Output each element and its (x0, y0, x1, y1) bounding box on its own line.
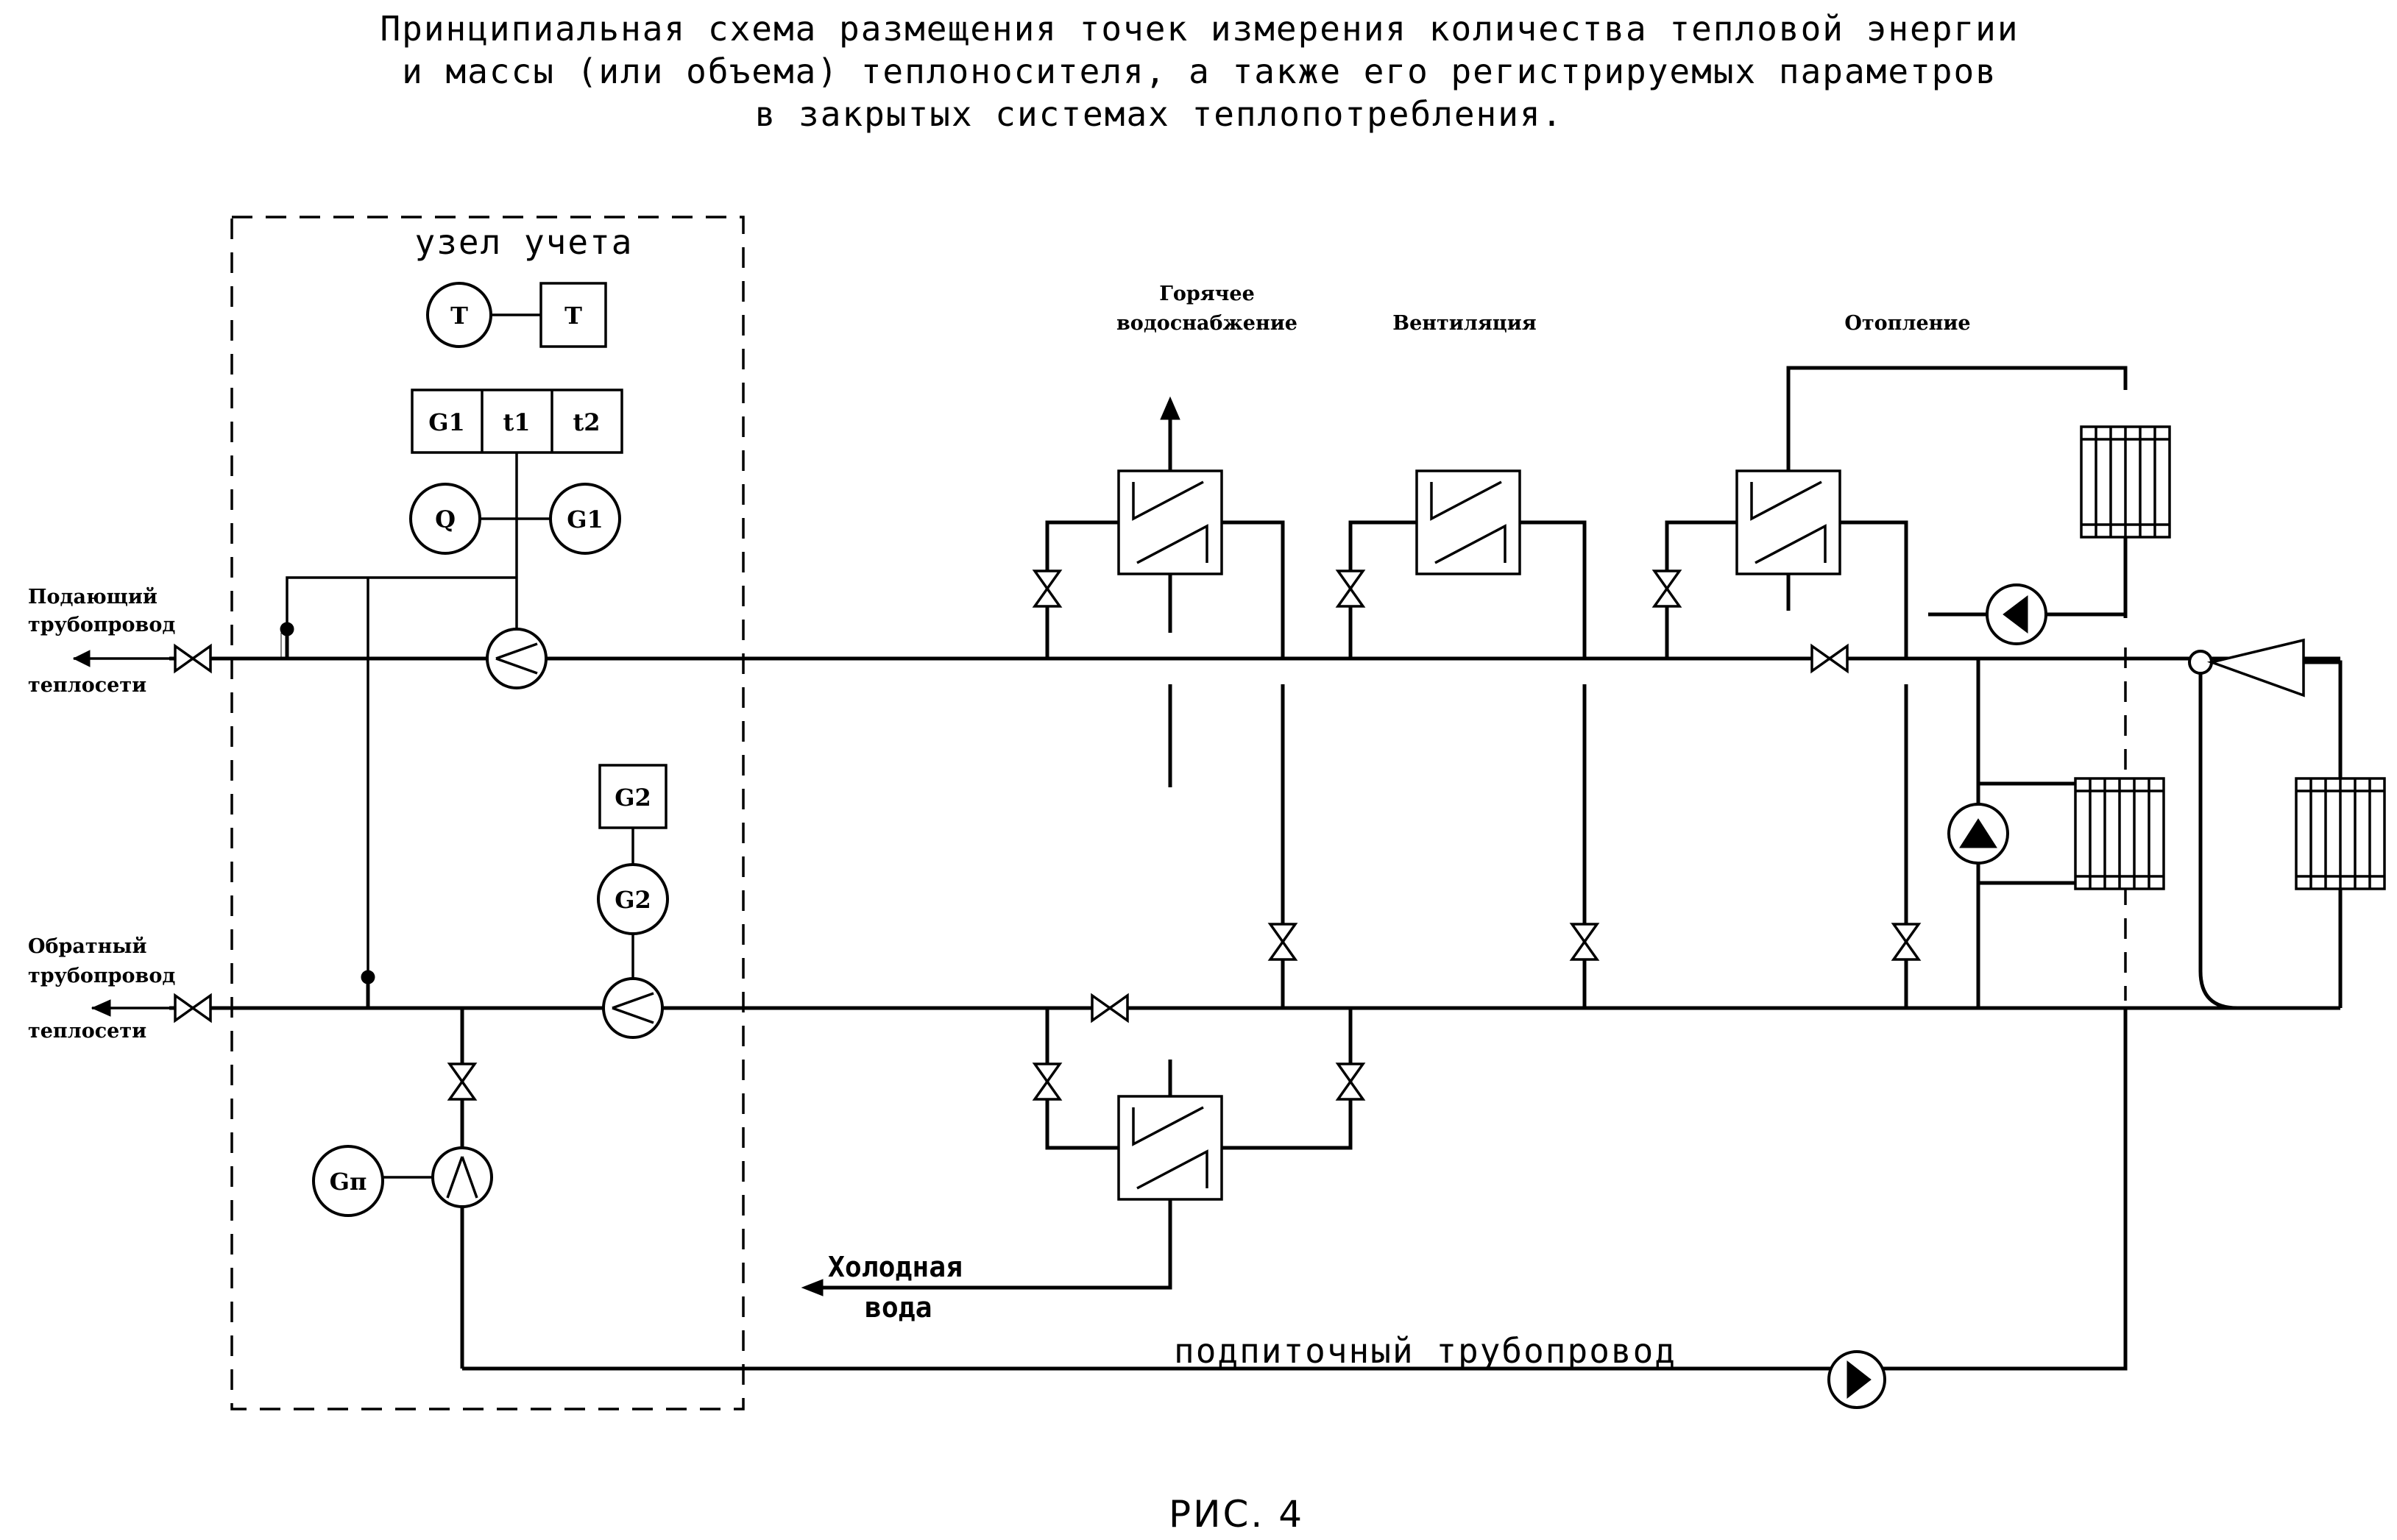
cold-water-label-2: вода (865, 1291, 932, 1324)
hot-water-heater-lower (801, 994, 1364, 1296)
return-pipe-label-3: теплосети (28, 1020, 146, 1043)
ventilation-heater (1336, 469, 1598, 1008)
register-g1-label: G1 (428, 408, 465, 436)
diagram-title-line-3: в закрытых системах теплопотребления. (755, 94, 1564, 134)
cold-water-label-1: Холодная (828, 1251, 963, 1283)
temperature-sensor: T (426, 282, 492, 348)
heat-energy-meter: Q (409, 483, 481, 555)
return-flow-meter-label: G2 (615, 886, 651, 914)
heat-calculator-register: G1 t1 t2 (411, 388, 623, 454)
supply-flow-transducer (486, 628, 548, 689)
metering-unit-boundary (230, 216, 745, 1411)
ventilation-label: Вентиляция (1392, 312, 1536, 335)
heat-energy-meter-label: Q (435, 505, 456, 533)
figure-caption: РИС. 4 (1169, 1493, 1304, 1536)
temperature-sensor-label: T (450, 302, 468, 330)
heating-circulation-pump-icon (1986, 583, 2047, 645)
temperature-recorder-label: T (564, 302, 582, 330)
hot-water-label-1: Горячее (1159, 283, 1255, 305)
radiator-middle-icon (2074, 777, 2165, 890)
return-pipe-label-2: трубопровод (28, 965, 175, 987)
supply-pipe-label-2: трубопровод (28, 614, 175, 636)
heating-heater (1653, 366, 2128, 1008)
return-flow-recorder-label: G2 (615, 784, 651, 812)
hot-water-label-2: водоснабжение (1116, 312, 1297, 335)
supply-pipe-label-3: теплосети (28, 674, 146, 697)
supply-pipe-label-1: Подающий (28, 586, 157, 608)
return-pipe-label-1: Обратный (28, 935, 147, 958)
register-t1-label: t1 (503, 408, 530, 436)
return-flow-transducer (602, 977, 664, 1039)
supply-flow-meter: G1 (549, 483, 621, 555)
temperature-recorder: T (539, 282, 607, 348)
heating-return-pump-icon (1947, 803, 2009, 865)
metering-unit-label: узел учета (415, 222, 634, 262)
makeup-pipe-label: подпиточный трубопровод (1174, 1331, 1677, 1371)
heating-label: Отопление (1844, 312, 1970, 335)
jet-pump-elevator (2188, 638, 2343, 1010)
radiator-right-icon (2295, 777, 2386, 890)
hot-water-heater-upper (1033, 396, 1297, 1008)
supply-flow-meter-label: G1 (567, 505, 603, 533)
register-t2-label: t2 (573, 408, 600, 436)
diagram-title-line-2: и массы (или объема) теплоносителя, а та… (402, 52, 1997, 91)
makeup-flow-meter: Gп (312, 1145, 384, 1217)
return-flow-meter: G2 (597, 863, 669, 935)
makeup-flow-meter-label: Gп (330, 1168, 367, 1196)
radiator-upper-icon (2080, 425, 2171, 539)
makeup-flow-transducer (431, 1146, 493, 1208)
makeup-pump-icon (1827, 1350, 1886, 1409)
return-flow-recorder: G2 (598, 764, 668, 829)
diagram-title-line-1: Принципиальная схема размещения точек из… (380, 9, 2019, 49)
